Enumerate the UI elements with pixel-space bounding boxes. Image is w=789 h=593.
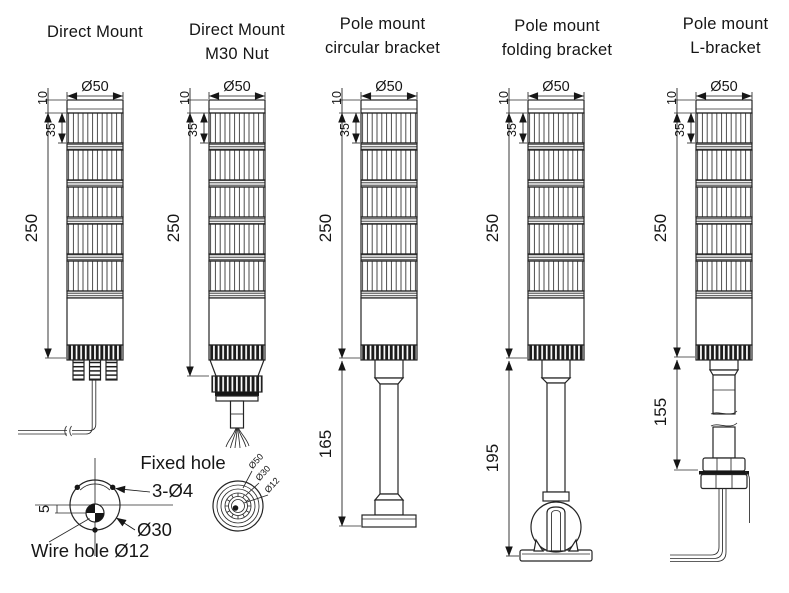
title-pole-folding: Pole mount folding bracket (478, 15, 636, 63)
pole-length-label: 195 (483, 444, 502, 472)
dim-tower-height: 250 (22, 112, 66, 359)
cap-height-label: 10 (497, 91, 511, 105)
title-direct-mount: Direct Mount (15, 21, 175, 45)
l-bracket-nuts (699, 457, 749, 490)
tower-pole-folding: Ø50 10 35 250 (483, 79, 593, 562)
cable-bundle (670, 471, 750, 562)
bracket-plate (699, 471, 749, 475)
title-line1: Direct Mount (47, 23, 143, 41)
side-wire (744, 471, 750, 523)
title-line1: Pole mount (514, 17, 600, 35)
title-line1: Pole mount (682, 15, 769, 33)
diameter-label: Ø50 (223, 79, 250, 95)
cap-height-label: 10 (36, 91, 50, 105)
tower-direct-mount: Ø50 10 35 250 (18, 79, 124, 437)
offset-label: 5 (37, 505, 53, 513)
leader-wire-hole (48, 518, 90, 543)
cap-height-label: 10 (178, 91, 192, 105)
break-line (710, 410, 738, 415)
fixed-hole-spec: 3-Ø4 (152, 480, 193, 501)
leader-outer-diameter (116, 517, 136, 531)
diameter-label: Ø50 (542, 79, 569, 95)
fixed-hole (74, 484, 80, 490)
tower-height-label: 250 (483, 214, 502, 242)
knurl-ticks (225, 493, 251, 519)
cap-height-label: 10 (330, 91, 344, 105)
wire-hole (85, 503, 105, 523)
outer-diameter-label: Ø30 (137, 519, 172, 540)
wire-hole-mark (232, 505, 239, 511)
segment-height-label: 35 (505, 123, 519, 137)
segment-height-label: 35 (338, 123, 352, 137)
tower-height-label: 250 (316, 214, 335, 242)
segment-height-label: 35 (44, 123, 58, 137)
mounting-pole (708, 359, 740, 459)
title-line2: M30 Nut (205, 44, 269, 63)
dim-tower-height: 250 (164, 112, 209, 377)
pole-length-label: 165 (316, 430, 335, 458)
base-plate (519, 549, 593, 562)
m30-nut-assembly (209, 359, 265, 429)
break-line (710, 422, 738, 427)
wire-tassel (225, 427, 250, 449)
nut-view-dia12-label: Ø12 (263, 476, 282, 495)
bolt-circle-arc (79, 483, 111, 491)
base-bottom-view: 5 Fixed hole 3-Ø4 Ø30 Wire hole Ø12 (31, 452, 226, 561)
dim-pole-length: 165 (316, 360, 361, 527)
wire-hole-label: Wire hole Ø12 (31, 540, 149, 561)
title-pole-l-bracket: Pole mount L-bracket (648, 13, 789, 61)
circular-base (361, 514, 417, 528)
fixed-hole-label: Fixed hole (140, 452, 225, 473)
title-line1: Pole mount (339, 15, 426, 33)
dim-tower-height: 250 (316, 112, 360, 359)
power-cable (18, 380, 97, 437)
title-line2: circular bracket (324, 38, 441, 57)
m30-nut (211, 375, 263, 393)
title-line1: Direct Mount (189, 21, 285, 39)
tower-body (360, 99, 418, 361)
leader-lines (242, 470, 269, 504)
folding-knuckle (530, 501, 582, 553)
title-line2: L-bracket (690, 38, 761, 57)
dim-pole-length: 155 (651, 359, 698, 471)
threaded-stem (229, 400, 245, 429)
mounting-pole (373, 359, 405, 516)
tower-pole-l-bracket: Ø50 10 35 250 (651, 79, 753, 562)
cap-height-label: 10 (665, 91, 679, 105)
mounting-studs (72, 359, 118, 381)
dim-pole-length: 195 (483, 360, 519, 557)
diameter-label: Ø50 (81, 79, 108, 95)
dim-tower-height: 250 (483, 112, 527, 359)
mounting-pole (540, 359, 572, 502)
pole-length-label: 155 (651, 398, 670, 426)
dim-tower-height: 250 (651, 112, 695, 358)
title-line2: folding bracket (501, 40, 613, 59)
leader-fixed-hole (115, 485, 151, 494)
outer-circle (212, 480, 264, 532)
tower-pole-circular: Ø50 10 35 250 165 (316, 79, 418, 528)
segment-height-label: 35 (673, 123, 687, 137)
title-direct-mount-m30: Direct Mount M30 Nut (162, 19, 312, 67)
fixed-hole (92, 527, 98, 533)
tower-height-label: 250 (22, 214, 41, 242)
tower-height-label: 250 (164, 214, 183, 242)
tower-body (695, 99, 753, 361)
tower-body (66, 99, 124, 361)
title-pole-circular: Pole mount circular bracket (300, 13, 465, 61)
tower-body (208, 99, 266, 361)
tower-direct-mount-m30: Ø50 10 35 250 (164, 79, 266, 449)
tower-height-label: 250 (651, 214, 670, 242)
fixed-hole (110, 484, 116, 490)
tower-body (527, 99, 585, 361)
diameter-label: Ø50 (375, 79, 402, 95)
diameter-label: Ø50 (710, 79, 737, 95)
segment-height-label: 35 (186, 123, 200, 137)
